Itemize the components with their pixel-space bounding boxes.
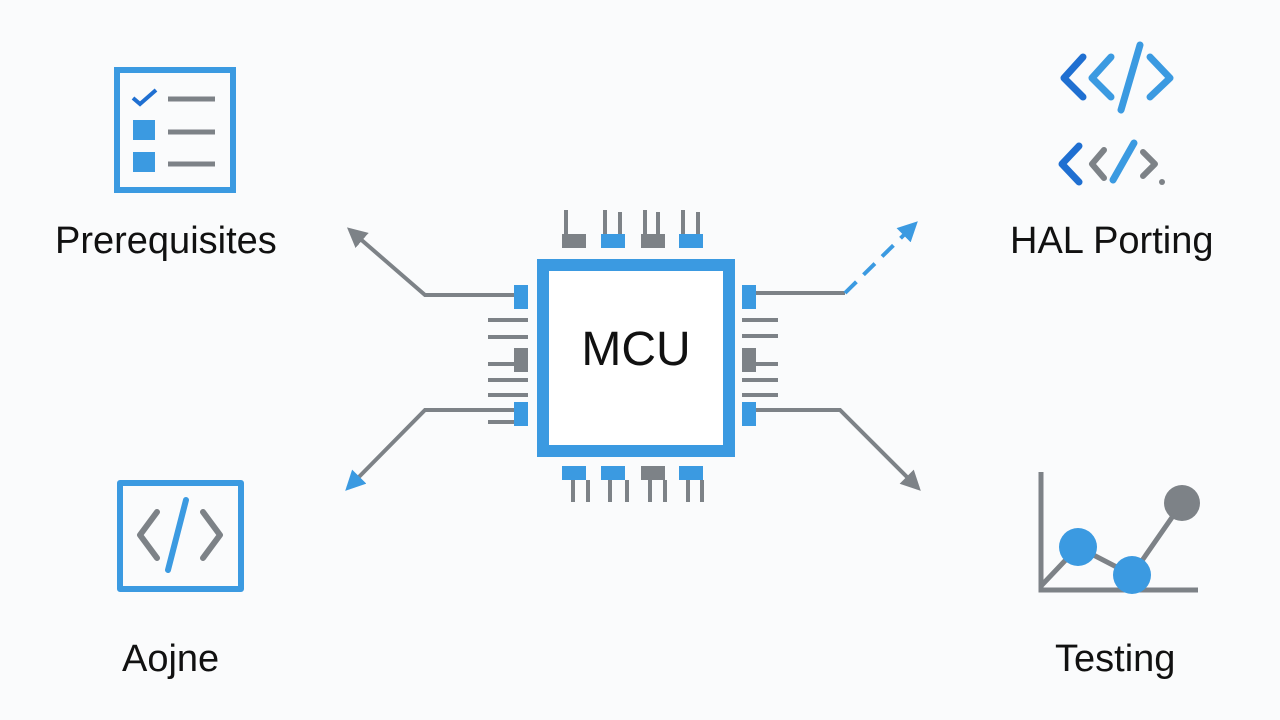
checklist-icon [114, 67, 236, 193]
connector-to-prerequisites [346, 227, 515, 297]
line-graph-icon [1038, 472, 1200, 594]
connector-to-code [345, 408, 515, 491]
prerequisites-label: Prerequisites [55, 220, 277, 262]
connector-to-hal-porting [755, 221, 918, 295]
mcu-top-pins [562, 210, 703, 248]
hal-porting-label: HAL Porting [1010, 220, 1214, 262]
mcu-bottom-pins [562, 466, 704, 502]
code-brackets-icon [1058, 41, 1174, 186]
connector-to-testing [755, 408, 921, 491]
code-label: Aojne [122, 638, 220, 680]
mcu-left-pins [488, 285, 528, 426]
mcu-chip [488, 210, 778, 502]
code-window-icon [117, 480, 244, 592]
testing-label: Testing [1055, 638, 1176, 680]
mcu-right-pins [742, 285, 778, 426]
mcu-body [537, 259, 735, 457]
mcu-label: MCU [581, 323, 691, 376]
